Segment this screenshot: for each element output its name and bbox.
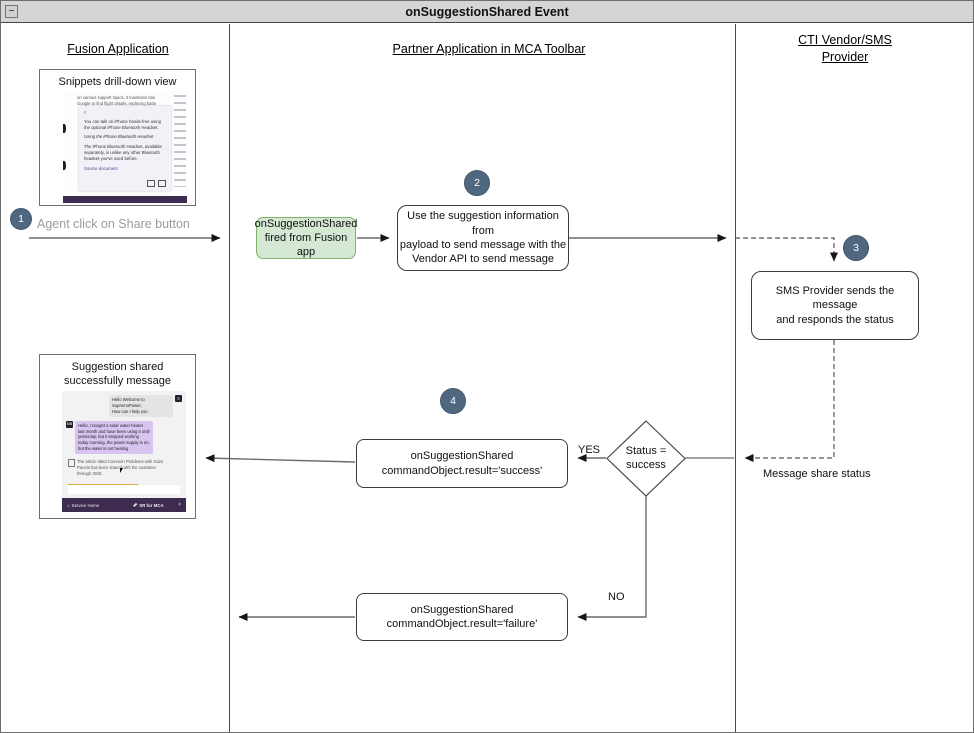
minus-icon: − bbox=[8, 5, 15, 17]
chat-screenshot: Hello Welcome to SupremoPower, How can I… bbox=[62, 391, 186, 512]
close-icon: × bbox=[178, 502, 181, 508]
service-home-label: Service Home bbox=[71, 502, 100, 508]
snippets-screenshot: on various support topics, it maintains … bbox=[63, 91, 187, 203]
snippet-card-icons bbox=[147, 180, 166, 187]
step-badge-3: 3 bbox=[843, 235, 869, 261]
lane-header-partner: Partner Application in MCA Toolbar bbox=[392, 42, 586, 56]
lane-header-cti: CTI Vendor/SMS Provider bbox=[798, 33, 892, 64]
label-no: NO bbox=[608, 591, 625, 603]
node-result-failure[interactable]: onSuggestionShared commandObject.result=… bbox=[356, 593, 568, 641]
source-document-link: Source document bbox=[84, 166, 118, 172]
step-badge-2: 2 bbox=[464, 170, 490, 196]
step-number-3: 3 bbox=[853, 242, 859, 254]
snippets-panel[interactable]: Snippets drill-down view on various supp… bbox=[39, 69, 196, 206]
success-panel-title: Suggestion shared successfully message bbox=[64, 361, 171, 387]
dashed-arrow-to-sms bbox=[735, 237, 838, 262]
label-message-share-status: Message share status bbox=[763, 468, 871, 480]
step-badge-1: 1 bbox=[10, 208, 32, 230]
share-info-row: The article titled Common Problems with … bbox=[68, 459, 180, 477]
step-badge-4: 4 bbox=[440, 388, 466, 414]
step-number-2: 2 bbox=[474, 177, 480, 189]
chat-input-field bbox=[68, 485, 180, 494]
home-icon: ⌂ bbox=[67, 502, 70, 508]
diagram-title-bar: onSuggestionShared Event bbox=[1, 1, 973, 23]
snippets-bg-line2: Google to find flight details, replacing… bbox=[77, 101, 157, 107]
node-result-success[interactable]: onSuggestionShared commandObject.result=… bbox=[356, 439, 568, 488]
sr-for-mca-label: SR for MCA bbox=[139, 502, 164, 508]
snippets-bg-text: on various support topics, it maintains … bbox=[77, 95, 183, 108]
decision-diamond-shape[interactable] bbox=[606, 420, 686, 497]
input-accent-line bbox=[68, 484, 138, 485]
customer-message-bubble: Hello, I bought a solar water heater las… bbox=[75, 420, 153, 454]
snippet-card: ‹ You can talk on iPhone hands-free usin… bbox=[79, 106, 171, 191]
node-sms-provider[interactable]: SMS Provider sends the message and respo… bbox=[751, 271, 919, 340]
comment-icon bbox=[147, 180, 155, 187]
sr-for-mca-item: SR for MCA bbox=[133, 502, 164, 508]
collapse-button[interactable]: − bbox=[5, 5, 18, 18]
share-info-text: The article titled Common Problems with … bbox=[77, 459, 164, 476]
customer-message-row: MB Hello, I bought a solar water heater … bbox=[66, 420, 182, 454]
ui-fragment-icon bbox=[63, 124, 66, 133]
back-icon: ‹ bbox=[84, 110, 86, 116]
agent-message-bubble: Hello Welcome to SupremoPower, How can I… bbox=[109, 395, 173, 417]
step-number-1: 1 bbox=[18, 213, 24, 225]
lane-divider-1 bbox=[229, 24, 230, 732]
node-event-fired[interactable]: onSuggestionShared fired from Fusion app bbox=[254, 217, 358, 259]
article-icon bbox=[68, 459, 75, 467]
snippets-bg-fragments bbox=[174, 95, 186, 187]
chat-footer-bar: ⌂ Service Home SR for MCA × bbox=[62, 498, 186, 512]
agent-message-row: Hello Welcome to SupremoPower, How can I… bbox=[66, 395, 182, 417]
success-panel[interactable]: Suggestion shared successfully message H… bbox=[39, 354, 196, 519]
diagram-title: onSuggestionShared Event bbox=[405, 4, 569, 19]
lane-header-fusion: Fusion Application bbox=[67, 42, 169, 56]
step-number-4: 4 bbox=[450, 395, 456, 407]
snippet-paragraph-2: Using the iPhone Bluetooth Headset bbox=[84, 134, 154, 140]
cursor-icon bbox=[120, 468, 123, 473]
dashed-arrow-share-status bbox=[744, 340, 835, 462]
wrench-icon bbox=[133, 503, 138, 507]
label-yes: YES bbox=[578, 444, 601, 456]
node-use-suggestion[interactable]: Use the suggestion information from payl… bbox=[397, 205, 569, 271]
service-home-item: ⌂ Service Home bbox=[67, 503, 99, 508]
purple-toolbar-strip bbox=[63, 196, 187, 203]
agent-avatar: S bbox=[175, 395, 182, 402]
snippet-paragraph-1: You can talk on iPhone hands-free using … bbox=[84, 119, 162, 131]
decision-label: Status = success bbox=[625, 445, 667, 471]
snippet-paragraph-3: The iPhone Bluetooth Headset, available … bbox=[84, 143, 162, 162]
customer-avatar: MB bbox=[66, 420, 73, 428]
label-agent-click: Agent click on Share button bbox=[37, 217, 190, 231]
lane-divider-2 bbox=[735, 24, 736, 732]
share-icon bbox=[158, 180, 166, 187]
snippets-bg-line1: on various support topics, it maintains … bbox=[77, 95, 155, 100]
ui-fragment-icon bbox=[63, 161, 66, 170]
snippets-panel-title: Snippets drill-down view bbox=[58, 76, 177, 88]
